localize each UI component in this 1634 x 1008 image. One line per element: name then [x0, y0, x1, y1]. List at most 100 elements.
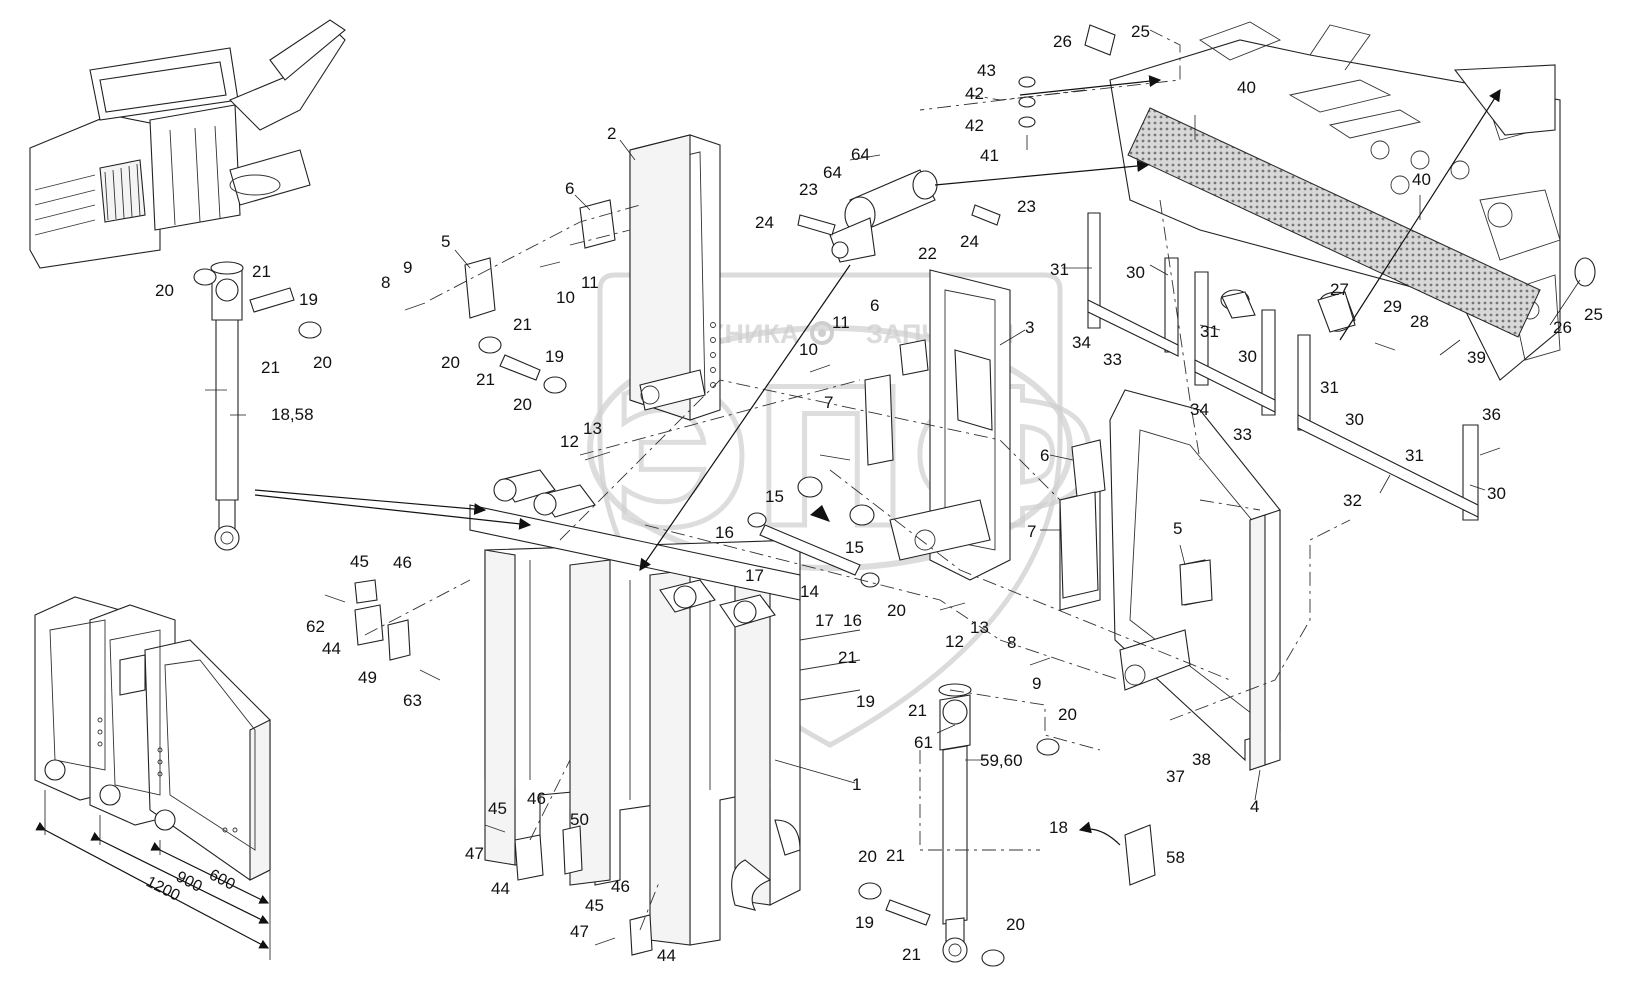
- callout-44: 44: [322, 639, 341, 658]
- callout-1: 1: [852, 775, 861, 794]
- callout-26: 26: [1553, 318, 1572, 337]
- callout-2: 2: [607, 124, 616, 143]
- callout-36: 36: [1482, 405, 1501, 424]
- callout-8: 8: [1007, 633, 1016, 652]
- callout-30: 30: [1126, 263, 1145, 282]
- callout-15: 15: [765, 487, 784, 506]
- callout-19: 19: [545, 347, 564, 366]
- callout-46: 46: [527, 789, 546, 808]
- callout-29: 29: [1383, 297, 1402, 316]
- callout-3: 3: [1025, 318, 1034, 337]
- callout-64: 64: [851, 145, 870, 164]
- callout-44: 44: [657, 946, 676, 965]
- callout-45: 45: [350, 552, 369, 571]
- callout-47: 47: [465, 844, 484, 863]
- callout-20: 20: [513, 395, 532, 414]
- callout-10: 10: [799, 340, 818, 359]
- callout-31: 31: [1200, 322, 1219, 341]
- callout-49: 49: [358, 668, 377, 687]
- callout-59-60: 59,60: [980, 751, 1023, 770]
- assembly-axis-lines: [254, 29, 1501, 931]
- callout-37: 37: [1166, 767, 1185, 786]
- callout-30: 30: [1487, 484, 1506, 503]
- cylinder-22: [829, 169, 938, 263]
- callout-34: 34: [1072, 333, 1091, 352]
- callout-7: 7: [824, 393, 833, 412]
- gear-icon: [810, 321, 834, 345]
- callout-25: 25: [1584, 305, 1603, 324]
- callout-62: 62: [306, 617, 325, 636]
- callout-20: 20: [887, 601, 906, 620]
- callout-27: 27: [1330, 280, 1349, 299]
- callout-21: 21: [886, 846, 905, 865]
- callout-12: 12: [560, 432, 579, 451]
- callout-43: 43: [977, 61, 996, 80]
- leader-lines: [205, 115, 1581, 801]
- machine-overview-illustration: [29, 19, 346, 269]
- callout-25: 25: [1131, 22, 1150, 41]
- callout-22: 22: [918, 244, 937, 263]
- callout-11: 11: [581, 273, 599, 292]
- callout-32: 32: [1343, 491, 1362, 510]
- callout-4: 4: [1250, 797, 1259, 816]
- callout-18-58: 18,58: [271, 405, 314, 424]
- small-components: [193, 24, 1596, 967]
- callout-23: 23: [1017, 197, 1036, 216]
- callout-38: 38: [1192, 750, 1211, 769]
- callout-21: 21: [908, 701, 927, 720]
- callout-30: 30: [1238, 347, 1257, 366]
- mounting-brackets: [1087, 212, 1479, 521]
- callout-26: 26: [1053, 32, 1072, 51]
- callout-21: 21: [476, 370, 495, 389]
- callout-21: 21: [838, 648, 857, 667]
- callout-20: 20: [858, 847, 877, 866]
- callout-28: 28: [1410, 312, 1429, 331]
- callout-39: 39: [1467, 348, 1486, 367]
- callout-6: 6: [870, 296, 879, 315]
- callout-50: 50: [570, 810, 589, 829]
- main-frame-1: [469, 469, 861, 946]
- callout-8: 8: [381, 273, 390, 292]
- callout-9: 9: [1032, 674, 1041, 693]
- hydraulic-cylinder-left: [210, 261, 244, 551]
- callout-13: 13: [583, 419, 602, 438]
- callout-20: 20: [1058, 705, 1077, 724]
- callout-16: 16: [715, 523, 734, 542]
- callout-46: 46: [393, 553, 412, 572]
- callout-19: 19: [856, 692, 875, 711]
- callout-34: 34: [1190, 400, 1209, 419]
- callout-64: 64: [823, 163, 842, 182]
- callout-10: 10: [556, 288, 575, 307]
- callout-63: 63: [403, 691, 422, 710]
- dimension-600: 600: [206, 866, 238, 893]
- wear-strip-mesh: [1127, 107, 1541, 338]
- callout-7: 7: [1027, 522, 1036, 541]
- callout-5: 5: [1173, 519, 1182, 538]
- callout-31: 31: [1050, 260, 1069, 279]
- callout-24: 24: [755, 213, 774, 232]
- callout-45: 45: [488, 799, 507, 818]
- callout-42: 42: [965, 84, 984, 103]
- callout-19: 19: [299, 290, 318, 309]
- callout-6: 6: [1040, 446, 1049, 465]
- callout-13: 13: [970, 618, 989, 637]
- callout-33: 33: [1233, 425, 1252, 444]
- callout-58: 58: [1166, 848, 1185, 867]
- callout-24: 24: [960, 232, 979, 251]
- callout-16: 16: [843, 611, 862, 630]
- callout-61: 61: [914, 733, 933, 752]
- callout-33: 33: [1103, 350, 1122, 369]
- callout-41: 41: [980, 146, 999, 165]
- callout-11: 11: [832, 313, 850, 332]
- dimension-labels: 600 900 1200: [143, 866, 238, 904]
- callout-31: 31: [1405, 446, 1424, 465]
- hydraulic-cylinder-right: [938, 683, 972, 963]
- callout-labels: 2 6 5 9 8 10 11 21 19 20 20 21 20 18,58 …: [155, 22, 1603, 965]
- side-plate-right-3: [889, 269, 1011, 581]
- mounting-plates-lower-left: [34, 596, 271, 881]
- callout-30: 30: [1345, 410, 1364, 429]
- callout-14: 14: [800, 582, 819, 601]
- callout-40: 40: [1237, 78, 1256, 97]
